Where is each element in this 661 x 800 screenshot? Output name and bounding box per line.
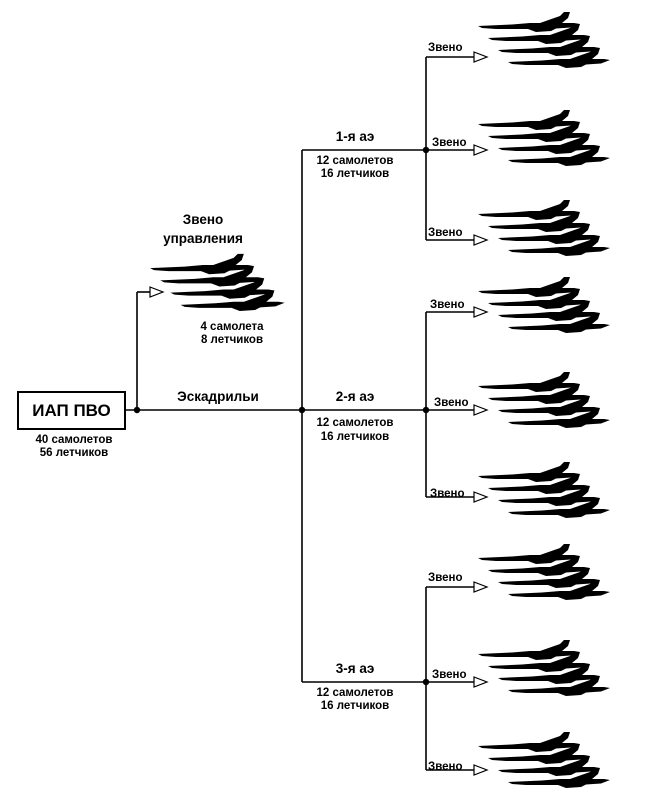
squadron-name: 3-я аэ [336,661,375,676]
squadron-aircraft-count: 12 самолетов [317,417,394,429]
arrow-command-flight [149,286,165,298]
jet-fighter-silhouette-icon [150,254,285,311]
arrow-flight [473,404,489,416]
command-flight-aircraft-count: 4 самолета [200,321,264,333]
flight-label: Звено [430,488,465,500]
arrow-flight [473,676,489,688]
flight-label: Звено [428,42,463,54]
flight-label: Звено [430,299,465,311]
squadron-1: 1-я аэ 12 самолетов 16 летчиков [317,129,394,180]
squadron-2: 2-я аэ 12 самолетов 16 летчиков [317,389,394,443]
arrowheads [149,51,489,776]
command-flight-title-line2: управления [163,231,243,246]
squadron-pilot-count: 16 летчиков [321,700,389,712]
jet-fighter-silhouette-icon [478,12,610,68]
root-title: ИАП ПВО [32,401,111,420]
jet-fighter-silhouette-icon [478,462,610,518]
command-flight-pilot-count: 8 летчиков [201,334,263,346]
flight-label: Звено [434,397,469,409]
arrow-flight [473,491,489,503]
flight-label: Звено [432,137,467,149]
command-flight-title-line1: Звено [183,212,224,227]
squadron-aircraft-count: 12 самолетов [317,687,394,699]
squadron-pilot-count: 16 летчиков [321,168,389,180]
flight-label: Звено [428,227,463,239]
flight-aircraft-groups [478,12,610,788]
flight-labels: Звено Звено Звено Звено Звено Звено Звен… [428,42,469,773]
flight-label: Звено [428,761,463,773]
arrow-flight [473,764,489,776]
root-aircraft-count: 40 самолетов [36,434,113,446]
squadrons-label: Эскадрильи [177,389,259,404]
flight-label: Звено [432,669,467,681]
arrow-flight [473,51,489,63]
root-unit: ИАП ПВО 40 самолетов 56 летчиков [17,391,126,459]
squadron-aircraft-count: 12 самолетов [317,155,394,167]
arrow-flight [473,234,489,246]
jet-fighter-silhouette-icon [478,372,610,428]
jet-fighter-silhouette-icon [478,110,610,166]
root-pilot-count: 56 летчиков [40,447,108,459]
command-flight: Звено управления 4 самолета 8 летчиков [150,212,285,346]
squadron-pilot-count: 16 летчиков [321,431,389,443]
root-box [17,391,126,430]
squadron-name: 2-я аэ [336,389,375,404]
jet-fighter-silhouette-icon [478,640,610,696]
squadron-3: 3-я аэ 12 самолетов 16 летчиков [317,661,394,712]
jet-fighter-silhouette-icon [478,277,610,333]
squadron-name: 1-я аэ [336,129,375,144]
flight-label: Звено [428,572,463,584]
arrow-flight [473,581,489,593]
jet-fighter-silhouette-icon [478,732,610,788]
jet-fighter-silhouette-icon [478,544,610,600]
jet-fighter-silhouette-icon [478,200,610,256]
arrow-flight [473,144,489,156]
arrow-flight [473,306,489,318]
connector-lines [125,56,474,771]
